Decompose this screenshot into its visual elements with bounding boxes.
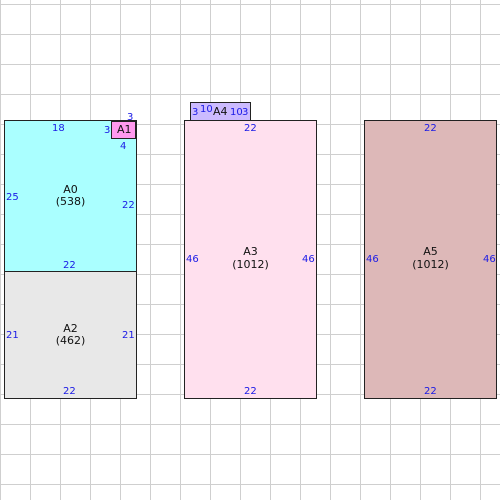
block-a3-top-dim: 22 <box>244 123 257 134</box>
block-a0[interactable]: A0 (538) 18 25 22 22 <box>4 120 137 272</box>
block-a0-top-dim: 18 <box>52 123 65 134</box>
block-a4-left-inner-dim: 10 <box>200 104 213 115</box>
block-a1[interactable]: A1 <box>111 121 136 139</box>
block-a5-bottom-dim: 22 <box>424 386 437 397</box>
block-a5-label: A5 <box>423 245 438 258</box>
block-a4-label: A4 <box>213 105 228 118</box>
block-a5-area: (1012) <box>412 258 449 271</box>
block-a1-left-dim: 3 <box>104 125 111 136</box>
block-a0-right-dim: 22 <box>122 200 135 211</box>
block-a0-bottom-dim: 22 <box>63 260 76 271</box>
block-a2-bottom-dim: 22 <box>63 386 76 397</box>
block-a3-label: A3 <box>243 245 258 258</box>
block-a4-left-outer-dim: 3 <box>192 107 199 118</box>
block-a3[interactable]: A3 (1012) 22 46 46 22 <box>184 120 317 399</box>
block-a0-area: (538) <box>55 195 86 208</box>
block-a5-right-dim: 46 <box>483 254 496 265</box>
block-a2[interactable]: A2 (462) 21 21 22 <box>4 271 137 399</box>
block-a0-left-dim: 25 <box>6 192 19 203</box>
block-a3-right-dim: 46 <box>302 254 315 265</box>
block-a2-left-dim: 21 <box>6 330 19 341</box>
block-a5[interactable]: A5 (1012) 22 46 46 22 <box>364 120 497 399</box>
block-a5-top-dim: 22 <box>424 123 437 134</box>
block-a4[interactable]: 3 10 A4 10 3 <box>190 102 251 121</box>
block-a3-area: (1012) <box>232 258 269 271</box>
block-a4-right-inner-dim: 10 <box>230 107 243 118</box>
block-a2-label: A2 <box>63 322 78 335</box>
block-a3-left-dim: 46 <box>186 254 199 265</box>
block-a1-bottom-dim: 4 <box>120 141 127 152</box>
block-a1-label: A1 <box>117 123 132 136</box>
block-a2-right-dim: 21 <box>122 330 135 341</box>
block-a3-bottom-dim: 22 <box>244 386 257 397</box>
block-a2-area: (462) <box>55 334 86 347</box>
block-a1-top-dim: 3 <box>127 112 134 123</box>
block-a4-right-outer-dim: 3 <box>242 107 249 118</box>
block-a0-label: A0 <box>63 183 78 196</box>
block-a5-left-dim: 46 <box>366 254 379 265</box>
